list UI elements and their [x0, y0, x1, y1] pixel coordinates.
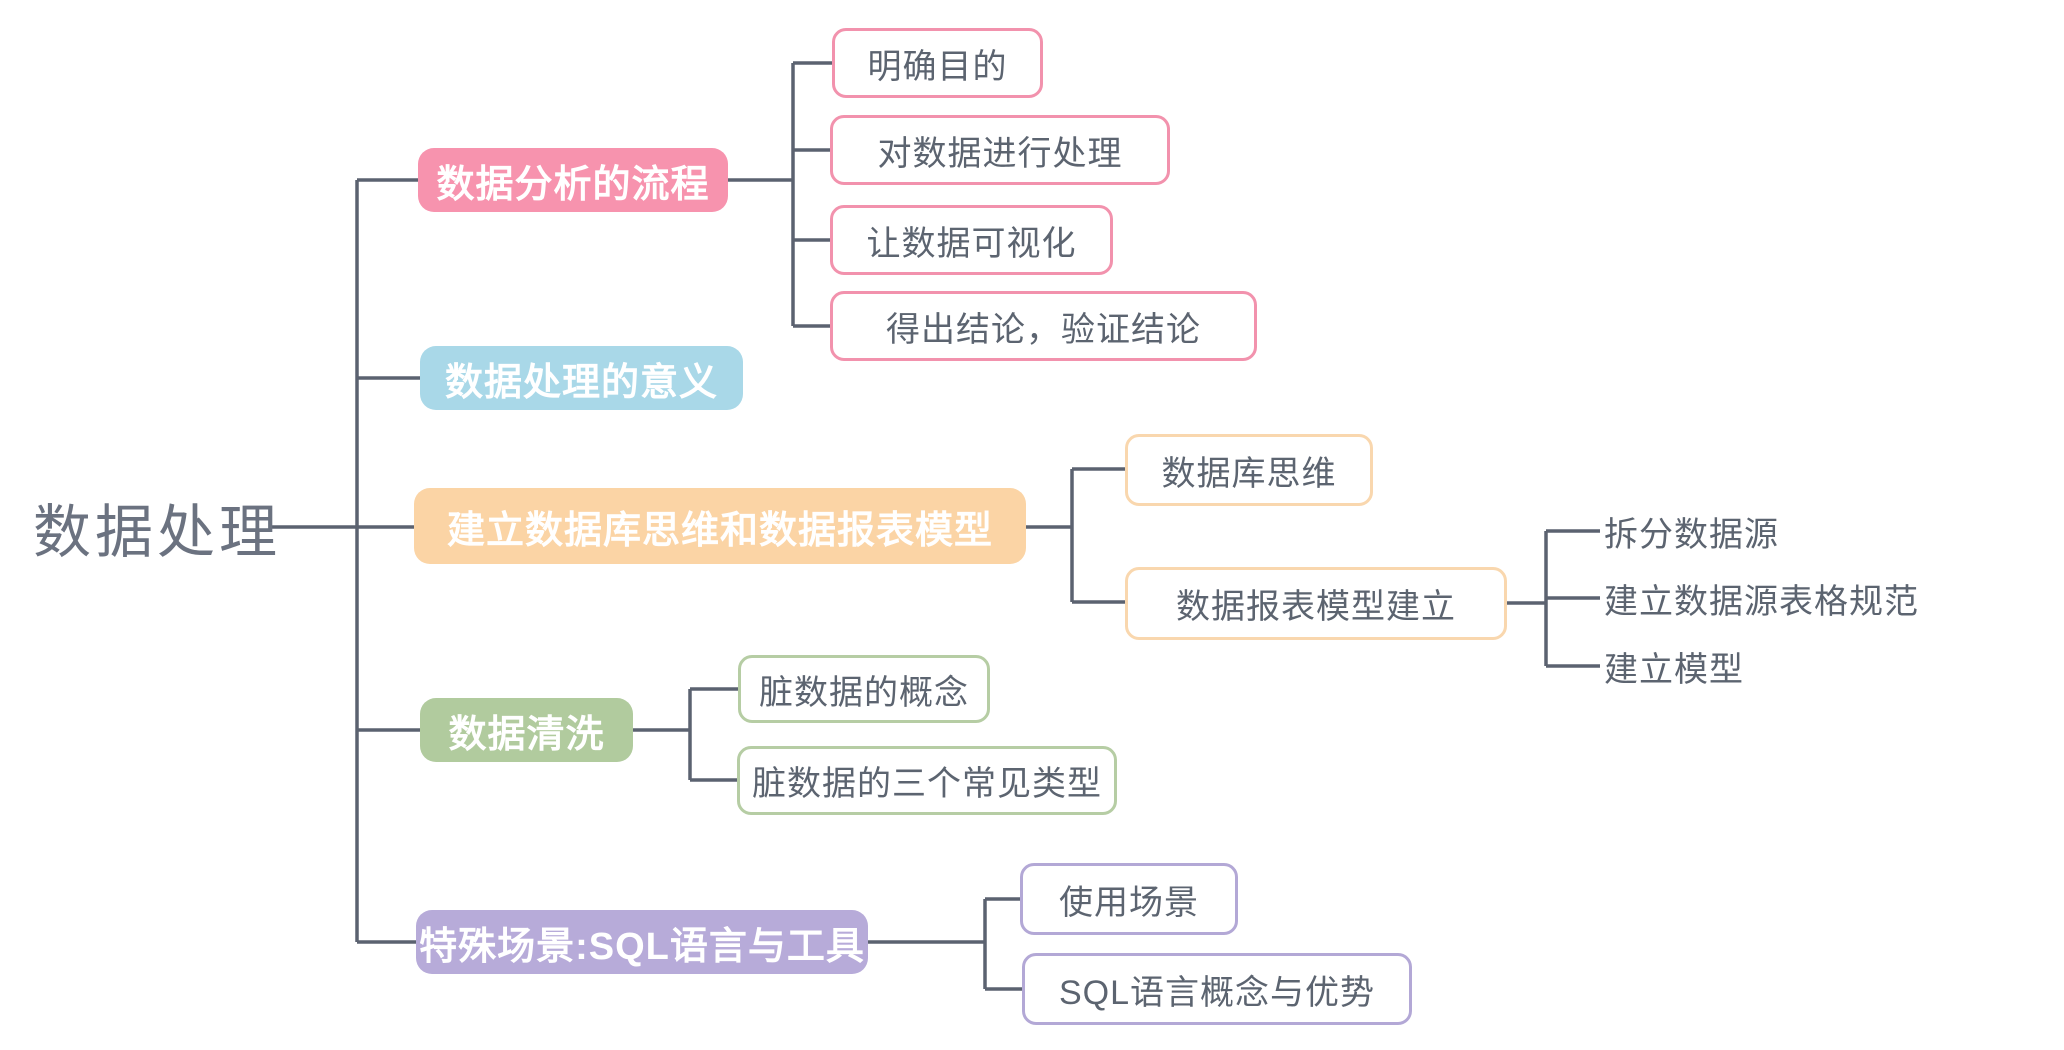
leaf-data-source-table-standard[interactable]: 建立数据源表格规范	[1604, 582, 1919, 621]
child-report-model-building[interactable]: 数据报表模型建立	[1125, 567, 1507, 640]
orange-subtree-connector	[1026, 467, 1125, 604]
purple-subtree-connector	[868, 897, 1022, 991]
orange-leaf-connector	[1507, 529, 1600, 668]
leaf-build-model[interactable]: 建立模型	[1604, 650, 1744, 689]
root-node[interactable]: 数据处理	[33, 500, 282, 565]
green-subtree-connector	[633, 687, 738, 782]
child-database-thinking[interactable]: 数据库思维	[1125, 434, 1373, 506]
pink-subtree-connector	[728, 61, 832, 328]
child-clarify-purpose[interactable]: 明确目的	[832, 28, 1043, 98]
branch-data-processing-meaning[interactable]: 数据处理的意义	[420, 346, 743, 410]
child-dirty-data-common-types[interactable]: 脏数据的三个常见类型	[737, 746, 1117, 815]
child-dirty-data-concept[interactable]: 脏数据的概念	[738, 655, 990, 723]
child-visualize-data[interactable]: 让数据可视化	[830, 205, 1113, 275]
child-draw-verify-conclusions[interactable]: 得出结论，验证结论	[830, 291, 1257, 361]
trunk-connector	[272, 178, 420, 944]
branch-data-cleaning[interactable]: 数据清洗	[420, 698, 633, 762]
leaf-split-data-source[interactable]: 拆分数据源	[1604, 515, 1779, 554]
branch-sql-language-tools[interactable]: 特殊场景:SQL语言与工具	[416, 910, 868, 974]
child-sql-concept-advantages[interactable]: SQL语言概念与优势	[1022, 953, 1412, 1025]
branch-database-thinking-report-model[interactable]: 建立数据库思维和数据报表模型	[414, 488, 1026, 564]
child-process-data[interactable]: 对数据进行处理	[830, 115, 1170, 185]
branch-data-analysis-process[interactable]: 数据分析的流程	[418, 148, 728, 212]
child-usage-scenarios[interactable]: 使用场景	[1020, 863, 1238, 935]
